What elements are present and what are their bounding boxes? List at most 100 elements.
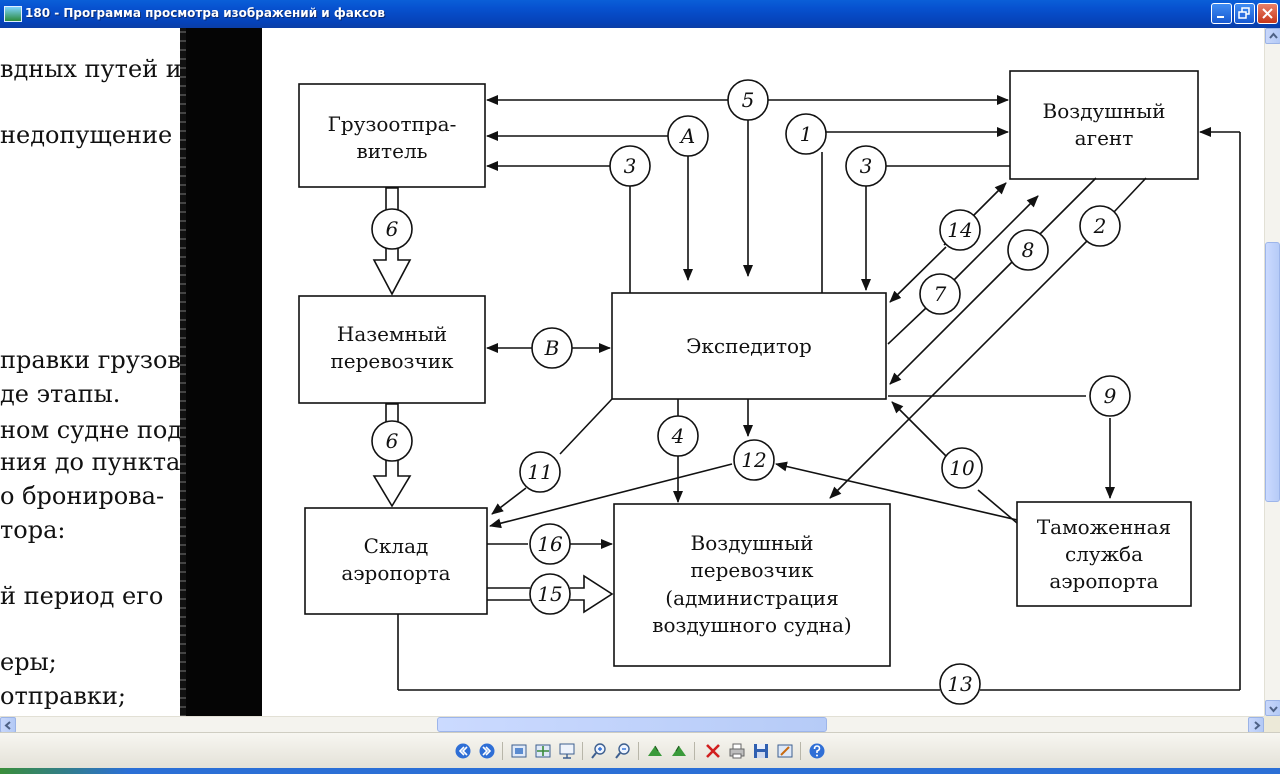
delete-button[interactable] [704,742,722,760]
save-button[interactable] [752,742,770,760]
delete-icon [706,744,720,758]
best-fit-button[interactable] [510,742,528,760]
marker-4: 4 [671,424,685,448]
label-warehouse-2: аэропорта [341,561,450,585]
restore-icon [1238,7,1250,19]
box-ground-carrier [298,295,486,404]
marker-b: B [544,336,560,360]
page-text-line: правки грузов [0,346,181,374]
marker-6-bottom: 6 [386,429,399,453]
rotate-counterclockwise-icon [672,745,686,756]
next-image-icon [479,743,495,759]
page-text-line: отправки; [0,682,126,710]
marker-16: 16 [537,532,563,556]
scroll-right-button[interactable] [1248,717,1264,733]
marker-7: 7 [934,282,947,306]
label-shipper-2: витель [356,139,427,163]
close-button[interactable] [1257,3,1278,24]
marker-a: A [679,124,695,148]
zoom-in-button[interactable] [590,742,608,760]
page-text-line: де этапы. [0,380,121,408]
previous-image-button[interactable] [454,742,472,760]
box-shipper [298,83,486,188]
marker-6-top: 6 [386,217,399,241]
box-air-carrier [613,503,891,667]
minimize-icon [1217,16,1224,18]
label-forwarder: Экспедитор [686,334,812,358]
label-ground-carrier-1: Наземный [337,322,447,346]
box-air-agent [1009,70,1199,180]
horizontal-scrollbar[interactable] [0,716,1264,733]
scroll-left-button[interactable] [0,717,16,733]
maximize-button[interactable] [1234,3,1255,24]
vertical-scrollbar[interactable] [1264,28,1280,716]
help-button[interactable] [808,742,826,760]
chevron-up-icon [1269,32,1278,39]
label-air-agent-1: Воздушный [1043,99,1166,123]
page-text-line: вдных путей и [0,55,182,83]
label-air-carrier-4: воздушного судна) [652,613,851,637]
edit-button[interactable] [776,742,794,760]
title-bar[interactable]: 180 - Программа просмотра изображений и … [0,0,1280,28]
best-fit-icon [511,744,527,758]
label-air-agent-2: агент [1075,126,1134,150]
label-warehouse-1: Склад [364,534,429,558]
page-text-line: недопущение [0,121,173,149]
help-icon [809,743,825,759]
viewer-toolbar [0,732,1280,768]
toolbar-separator [638,742,639,760]
rotate-clockwise-button[interactable] [646,742,664,760]
page-text-line: о бронирова- [0,482,165,510]
page-text-line: еры; [0,648,57,676]
image-canvas[interactable]: вдных путей и недопущение правки грузов … [0,28,1264,716]
label-customs-2: служба [1065,542,1143,566]
page-text-line: ния до пункта [0,448,181,476]
label-customs-3: аэропорта [1049,569,1158,593]
vertical-scroll-thumb[interactable] [1265,242,1280,502]
rotate-counterclockwise-button[interactable] [670,742,688,760]
horizontal-scroll-thumb[interactable] [437,717,827,732]
marker-3-left: 3 [624,154,637,178]
zoom-in-icon [591,743,606,759]
toolbar-separator [800,742,801,760]
scroll-down-button[interactable] [1265,700,1280,716]
scan-edge [180,28,190,716]
slideshow-button[interactable] [558,742,576,760]
page-text-line: ном судне под [0,416,183,444]
marker-14: 14 [947,218,972,242]
marker-11: 11 [527,460,552,484]
taskbar-edge [0,768,1280,774]
box-warehouse [304,507,488,615]
label-air-carrier-1: Воздушный [691,531,814,555]
image-viewer-icon [4,6,22,22]
previous-image-icon [455,743,471,759]
marker-12: 12 [741,448,766,472]
marker-10: 10 [949,456,975,480]
chevron-left-icon [4,721,11,730]
rotate-clockwise-icon [648,745,662,756]
close-icon [1262,8,1273,19]
label-air-carrier-2: перевозчик [690,558,814,582]
actual-size-button[interactable] [534,742,552,760]
toolbar-separator [694,742,695,760]
scroll-up-button[interactable] [1265,28,1280,44]
page-text-line: тора: [0,516,66,544]
print-button[interactable] [728,742,746,760]
chevron-down-icon [1269,706,1278,713]
label-air-carrier-3: (администрация [665,586,838,610]
minimize-button[interactable] [1211,3,1232,24]
scan-shadow [186,28,262,716]
zoom-out-button[interactable] [614,742,632,760]
marker-2: 2 [1093,214,1107,238]
zoom-out-icon [615,743,630,759]
next-image-button[interactable] [478,742,496,760]
page-text-line: й период его [0,582,164,610]
scrollbar-corner [1264,716,1280,732]
chevron-right-icon [1254,721,1261,730]
marker-8: 8 [1022,238,1035,262]
toolbar-separator [582,742,583,760]
save-icon [754,744,768,758]
window-title: 180 - Программа просмотра изображений и … [25,6,385,20]
marker-1: 1 [800,122,813,146]
box-forwarder [611,292,887,400]
